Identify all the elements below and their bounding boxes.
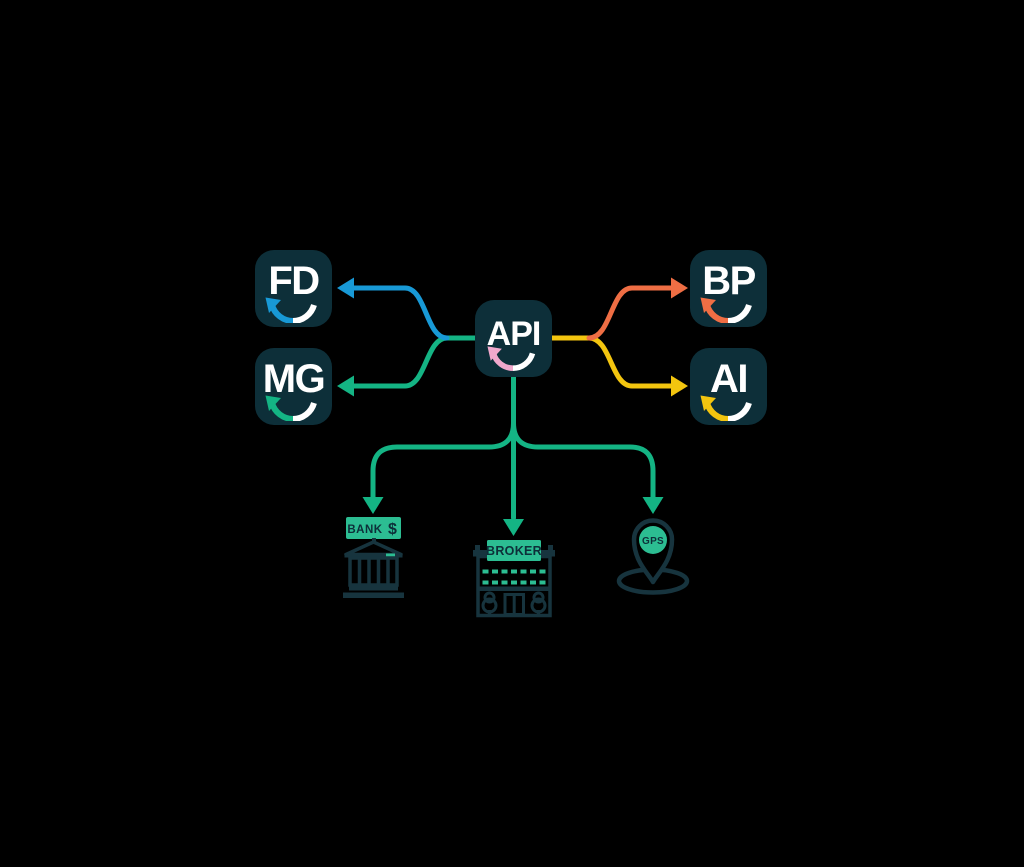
swoosh-arrow-icon [700, 297, 752, 323]
app-tile-fd: FD [255, 250, 332, 327]
app-tile-ai: AI [690, 348, 767, 425]
connector-api-to-bp [586, 285, 674, 341]
app-label-ai: AI [710, 357, 749, 401]
gps-pin-circle [639, 526, 667, 554]
broker-windows [482, 569, 546, 585]
broker-door [503, 593, 525, 616]
connector-api-to-gps [511, 420, 656, 500]
broker-sign [487, 540, 541, 561]
connector-api-to-bank [370, 420, 516, 500]
arrowhead-ai [671, 375, 688, 397]
bank-pediment [344, 540, 403, 557]
broker-trees [481, 591, 547, 615]
hub-tile-api: API [475, 300, 552, 377]
arrowhead-fd [337, 277, 354, 299]
connector-api-to-fd [351, 285, 450, 341]
arrowhead-bp [671, 277, 688, 299]
connector-api-to-ai [547, 335, 674, 389]
hub-label-api: API [486, 315, 542, 353]
bank-sign [346, 517, 401, 539]
swoosh-arrow-icon [700, 395, 752, 421]
app-tile-mg: MG [255, 348, 332, 425]
bank-columns [348, 556, 399, 587]
arrowhead-gps [642, 497, 664, 514]
swoosh-arrow-icon [265, 297, 317, 323]
swoosh-arrow-icon [265, 395, 317, 421]
connector-api-to-mg [351, 335, 480, 389]
broker-icon: BROKER [473, 540, 555, 618]
bank-icon: BANK $ [343, 517, 404, 598]
bank-sign-text: BANK [347, 524, 382, 536]
arrowhead-broker [503, 519, 524, 536]
arrowhead-mg [337, 375, 354, 397]
gps-label-text: GPS [642, 536, 664, 547]
gps-icon: GPS [616, 518, 690, 595]
swoosh-arrow-icon [487, 346, 536, 371]
app-tile-bp: BP [690, 250, 767, 327]
bank-green-accent [386, 553, 395, 557]
app-label-fd: FD [268, 259, 320, 303]
app-label-mg: MG [262, 357, 326, 401]
bank-dollar-text: $ [388, 521, 397, 538]
broker-sign-text: BROKER [486, 544, 542, 558]
app-label-bp: BP [702, 259, 756, 303]
arrowhead-bank [362, 497, 384, 514]
